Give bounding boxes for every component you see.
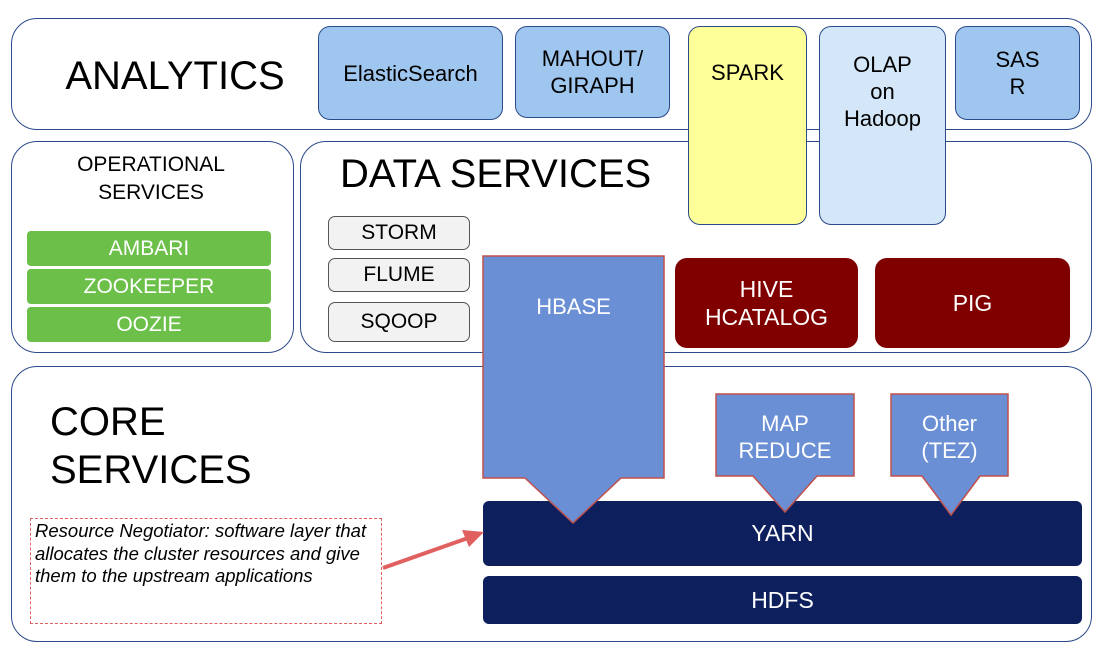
mapreduce-label: MAP REDUCE [716, 410, 854, 464]
spark-label: SPARK [711, 60, 784, 85]
on-label: on [870, 79, 895, 104]
sqoop-box: SQOOP [328, 302, 470, 342]
pig-box: PIG [875, 258, 1070, 348]
giraph-label: GIRAPH [550, 73, 635, 98]
sqoop-label: SQOOP [360, 310, 438, 333]
spark-box: SPARK [688, 26, 807, 225]
hive-hcatalog-box: HIVE HCATALOG [675, 258, 858, 348]
pig-label: PIG [952, 290, 993, 316]
flume-label: FLUME [363, 263, 435, 286]
mahout-label: MAHOUT/ [541, 46, 644, 71]
ambari-label: AMBARI [108, 236, 190, 260]
operational-services-title: OPERATIONAL SERVICES [40, 150, 262, 208]
zookeeper-label: ZOOKEEPER [83, 274, 215, 298]
oozie-label: OOZIE [116, 312, 182, 336]
yarn-bar: YARN [483, 501, 1082, 566]
sas-r-box: SAS R [955, 26, 1080, 120]
hdfs-label: HDFS [751, 586, 814, 613]
olap-on-hadoop-box: OLAP on Hadoop [819, 26, 946, 225]
map-label: MAP [761, 411, 809, 436]
zookeeper-box: ZOOKEEPER [27, 269, 271, 304]
hadoop-label: Hadoop [843, 106, 922, 131]
yarn-label: YARN [751, 520, 814, 546]
elasticsearch-label: ElasticSearch [343, 60, 478, 86]
operational-title-line1: OPERATIONAL [77, 153, 225, 176]
ambari-box: AMBARI [27, 231, 271, 266]
hbase-label: HBASE [536, 294, 611, 319]
other-tez-label: Other (TEZ) [891, 410, 1008, 464]
core-title-line1: CORE [50, 400, 166, 444]
oozie-box: OOZIE [27, 307, 271, 342]
analytics-title: ANALYTICS [65, 54, 285, 98]
olap-label: OLAP [853, 52, 912, 77]
sas-label: SAS [995, 47, 1040, 72]
hcatalog-label: HCATALOG [704, 304, 829, 330]
tez-label: (TEZ) [921, 438, 978, 463]
core-title-line2: SERVICES [50, 448, 252, 492]
core-services-title: CORE SERVICES [50, 398, 310, 498]
hive-label: HIVE [739, 276, 794, 302]
reduce-label: REDUCE [738, 438, 832, 463]
r-label: R [1009, 74, 1026, 99]
hdfs-bar: HDFS [483, 576, 1082, 624]
mahout-giraph-box: MAHOUT/ GIRAPH [515, 26, 670, 118]
other-label: Other [921, 411, 978, 436]
yarn-description-note: Resource Negotiator: software layer that… [30, 518, 382, 624]
operational-title-line2: SERVICES [98, 181, 204, 204]
storm-box: STORM [328, 216, 470, 250]
flume-box: FLUME [328, 258, 470, 292]
storm-label: STORM [361, 221, 437, 244]
yarn-description-text: Resource Negotiator: software layer that… [35, 520, 367, 586]
elasticsearch-box: ElasticSearch [318, 26, 503, 120]
data-services-title: DATA SERVICES [340, 152, 652, 196]
